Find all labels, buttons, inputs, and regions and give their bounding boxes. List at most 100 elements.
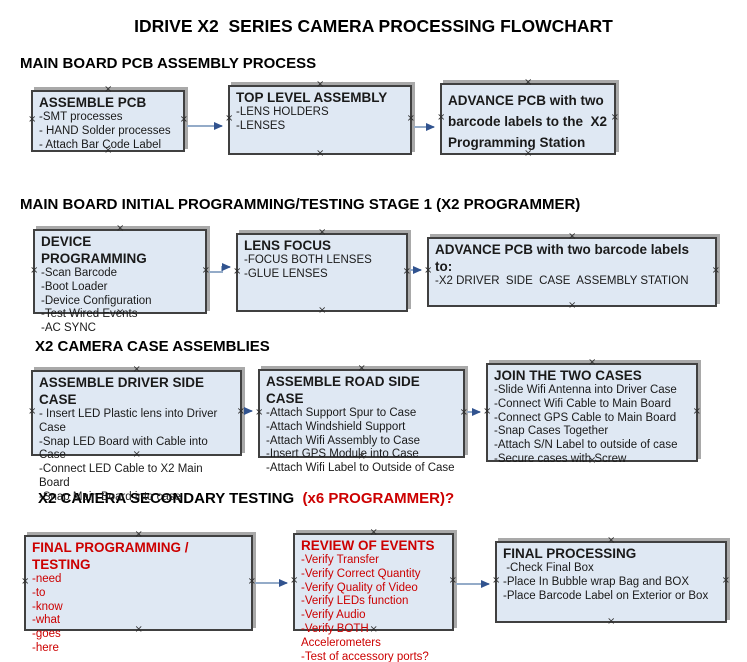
connector-handle: × xyxy=(524,77,533,88)
box-line: -Slide Wifi Antenna into Driver Case xyxy=(494,384,677,396)
connector-handle: × xyxy=(225,113,234,124)
box-title: JOIN THE TWO CASES xyxy=(494,368,642,383)
flow-box-assemble-road-side-case: ASSEMBLE ROAD SIDE CASE -Attach Support … xyxy=(255,364,468,475)
section-heading-case-assemblies: X2 CAMERA CASE ASSEMBLIES xyxy=(35,338,270,355)
box-line: -Verify Audio xyxy=(301,609,366,622)
flow-box-device-programming: DEVICE PROGRAMMING -Scan Barcode -Boot L… xyxy=(30,224,210,335)
heading-red-part: (x6 PROGRAMMER)? xyxy=(302,490,455,507)
flow-box-top-level-assembly: TOP LEVEL ASSEMBLY -LENS HOLDERS -LENSES… xyxy=(225,80,415,159)
box-line: - Insert LED Plastic lens into Driver Ca… xyxy=(39,408,221,434)
box-title: FINAL PROGRAMMING / TESTING xyxy=(32,540,193,572)
box-line: -goes xyxy=(32,628,61,641)
box-line: -Device Configuration xyxy=(41,294,152,307)
box-line: -Verify Quality of Video xyxy=(301,581,418,594)
connector-handle: × xyxy=(448,575,457,586)
box-line: -Attach Windshield Support xyxy=(266,420,406,433)
box-line: -Attach S/N Label to outside of case xyxy=(494,439,678,452)
connector-handle: × xyxy=(568,231,577,242)
connector-handle: × xyxy=(201,264,210,276)
box-line: -LENS HOLDERS xyxy=(236,106,329,118)
box-line: -Scan Barcode xyxy=(41,267,118,279)
connector-handle: × xyxy=(290,575,299,586)
connector-handle: × xyxy=(607,535,616,546)
connector-handle: × xyxy=(318,305,327,316)
box-line: - Attach Bar Code Label xyxy=(39,138,162,151)
box-line: -Test of accessory ports? xyxy=(301,650,429,662)
box-line: -Insert GPS Module into Case xyxy=(266,448,419,461)
box-title: REVIEW OF EVENTS xyxy=(301,538,435,553)
flow-box-join-the-two-cases: JOIN THE TWO CASES -Slide Wifi Antenna i… xyxy=(483,358,701,466)
heading-black-part: X2 CAMERA SECONDARY TESTING xyxy=(38,490,303,507)
flow-box-advance-pcb-programming-station: ADVANCE PCB with two barcode labels to t… xyxy=(437,78,619,159)
connector-handle: × xyxy=(492,575,501,586)
box-line: -Connect LED Cable to X2 Main Board xyxy=(39,463,206,489)
flow-box-lens-focus: LENS FOCUS -FOCUS BOTH LENSES -GLUE LENS… xyxy=(233,228,411,316)
connector-handle: × xyxy=(255,406,264,418)
connector-handle: × xyxy=(233,265,242,277)
box-title: DEVICE PROGRAMMING xyxy=(41,234,147,266)
box-line: -LENSES xyxy=(236,119,286,132)
box-line: -Test Wired Events xyxy=(41,308,138,321)
connector-handle: × xyxy=(711,265,720,276)
flow-arrow xyxy=(209,263,231,273)
box-title: ASSEMBLE PCB xyxy=(39,95,147,110)
flow-box-final-processing: FINAL PROCESSING -Check Final Box -Place… xyxy=(492,536,730,627)
connector-handle: × xyxy=(369,527,378,538)
box-line: -GLUE LENSES xyxy=(244,267,328,280)
connector-handle: × xyxy=(132,364,141,375)
box-line: -to xyxy=(32,586,46,599)
box-line: -Boot Loader xyxy=(41,280,108,293)
box-title: ADVANCE PCB with two barcode labels to: xyxy=(435,242,693,274)
box-line: -Check Final Box xyxy=(503,562,594,574)
connector-handle: × xyxy=(721,575,730,586)
connector-handle: × xyxy=(21,576,30,587)
connector-handle: × xyxy=(568,300,577,311)
box-line: -Attach Support Spur to Case xyxy=(266,407,417,419)
connector-handle: × xyxy=(406,113,415,124)
connector-handle: × xyxy=(610,112,619,123)
box-title: LENS FOCUS xyxy=(244,238,332,253)
box-line: -Attach Wifi Assembly to Case xyxy=(266,434,421,447)
box-line: -Verify Correct Quantity xyxy=(301,567,421,580)
flow-box-final-programming-testing: FINAL PROGRAMMING / TESTING -need -to -k… xyxy=(21,530,256,654)
connector-handle: × xyxy=(28,406,37,417)
connector-handle: × xyxy=(316,148,325,159)
connector-handle: × xyxy=(104,84,113,95)
flow-box-advance-pcb-driver-side: ADVANCE PCB with two barcode labels to: … xyxy=(424,232,720,311)
connector-handle: × xyxy=(483,405,492,417)
box-title: ADVANCE PCB with two barcode labels to t… xyxy=(448,93,611,150)
flow-box-assemble-pcb: ASSEMBLE PCB -SMT processes - HAND Solde… xyxy=(28,85,188,156)
connector-handle: × xyxy=(30,264,39,276)
connector-handle: × xyxy=(459,406,468,418)
flow-box-assemble-driver-side-case: ASSEMBLE DRIVER SIDE CASE - Insert LED P… xyxy=(28,365,245,503)
section-heading-secondary-testing: X2 CAMERA SECONDARY TESTING (x6 PROGRAMM… xyxy=(38,490,454,507)
box-line: -Attach Wifi Label to Outside of Case xyxy=(266,462,455,475)
box-line: -X2 DRIVER SIDE CASE ASSEMBLY STATION xyxy=(435,275,689,287)
box-line: -FOCUS BOTH LENSES xyxy=(244,254,372,266)
connector-handle: × xyxy=(692,405,701,417)
connector-handle: × xyxy=(134,529,143,540)
box-line: -AC SYNC xyxy=(41,322,96,335)
page-title: IDRIVE X2 SERIES CAMERA PROCESSING FLOWC… xyxy=(134,16,613,36)
box-line: -Verify LEDs function xyxy=(301,595,409,608)
box-line: -Snap Cases Together xyxy=(494,425,609,438)
box-line: -Place In Bubble wrap Bag and BOX xyxy=(503,575,690,588)
connector-handle: × xyxy=(357,363,366,374)
box-line: -need xyxy=(32,573,62,585)
box-title: TOP LEVEL ASSEMBLY xyxy=(236,90,388,105)
box-title: ASSEMBLE DRIVER SIDE CASE xyxy=(39,375,208,407)
box-line: -Verify Transfer xyxy=(301,554,379,566)
connector-handle: × xyxy=(424,265,433,276)
connector-handle: × xyxy=(28,114,37,125)
box-title: ASSEMBLE ROAD SIDE CASE xyxy=(266,374,424,406)
connector-handle: × xyxy=(316,79,325,90)
box-title: FINAL PROCESSING xyxy=(503,546,637,561)
connector-handle: × xyxy=(179,114,188,125)
connector-handle: × xyxy=(607,616,616,627)
connector-handle: × xyxy=(402,265,411,277)
connector-handle: × xyxy=(236,406,245,417)
box-line: -here xyxy=(32,641,59,654)
box-line: -Verify BOTH Accelerometers xyxy=(301,622,381,649)
connector-handle: × xyxy=(116,223,125,234)
box-line: -what xyxy=(32,614,61,627)
